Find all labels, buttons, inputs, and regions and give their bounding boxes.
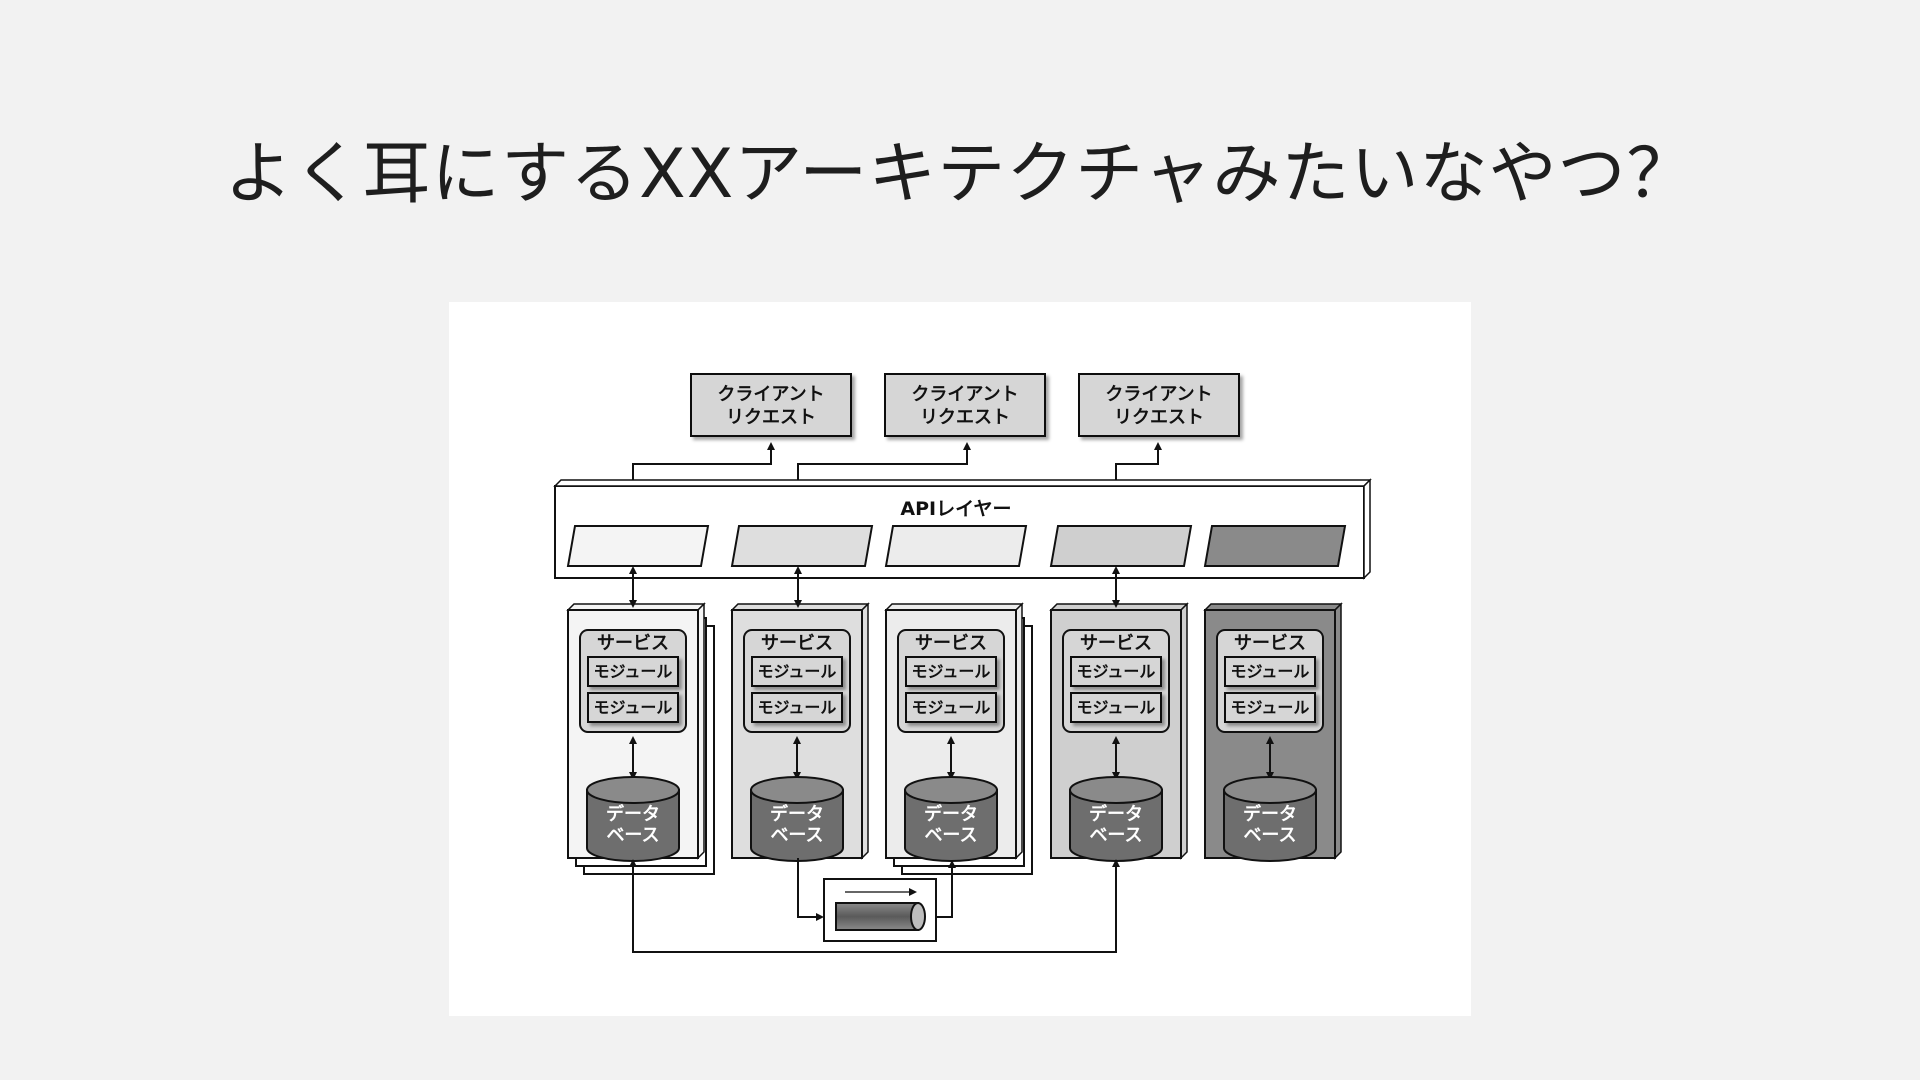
api-layer: APIレイヤー <box>553 478 1372 580</box>
service-label: サービス <box>915 633 987 654</box>
service-label: サービス <box>1234 633 1306 654</box>
module-label: モジュール <box>758 662 837 681</box>
connector-service1-service4 <box>629 859 1120 953</box>
module-label: モジュール <box>1077 662 1156 681</box>
service-label: サービス <box>597 633 669 654</box>
connector-service2-queue <box>797 858 824 921</box>
database-label-line2: ベース <box>924 825 977 846</box>
api-slot-2 <box>730 525 874 567</box>
database-label-line2: ベース <box>606 825 659 846</box>
client-request-label-line1: クライアント <box>911 384 1018 405</box>
module-label: モジュール <box>758 698 837 717</box>
slide-title: よく耳にするXXアーキテクチャみたいなやつ？ <box>224 135 1696 214</box>
connector-queue-service3 <box>936 860 956 918</box>
module-label: モジュール <box>1231 698 1310 717</box>
api-slot-5 <box>1203 525 1347 567</box>
client-request-label-line2: リクエスト <box>726 407 816 428</box>
client-request-box-3: クライアント リクエスト <box>1078 373 1240 437</box>
client-request-label-line2: リクエスト <box>1114 407 1204 428</box>
client-request-box-1: クライアント リクエスト <box>690 373 852 437</box>
module-label: モジュール <box>912 698 991 717</box>
queue-connectors <box>629 858 1120 953</box>
api-layer-label: APIレイヤー <box>900 498 1011 520</box>
database-label-line2: ベース <box>1243 825 1296 846</box>
database-label-line1: データ <box>924 803 978 825</box>
database-label-line2: ベース <box>770 825 823 846</box>
database-label-line1: データ <box>606 803 660 825</box>
services-row: サービスモジュールモジュールデータベースサービスモジュールモジュールデータベース… <box>566 566 1343 875</box>
architecture-diagram: クライアント リクエスト クライアント リクエスト クライアント リクエスト A… <box>553 373 1372 953</box>
module-label: モジュール <box>912 662 991 681</box>
client-request-label-line1: クライアント <box>717 384 824 405</box>
database-label-line1: データ <box>770 803 824 825</box>
module-label: モジュール <box>1077 698 1156 717</box>
service-label: サービス <box>761 633 833 654</box>
architecture-diagram-panel: クライアント リクエスト クライアント リクエスト クライアント リクエスト A… <box>449 302 1471 1016</box>
database-label-line2: ベース <box>1089 825 1142 846</box>
api-slot-4 <box>1049 525 1193 567</box>
client-request-label-line2: リクエスト <box>920 407 1010 428</box>
module-label: モジュール <box>1231 662 1310 681</box>
module-label: モジュール <box>594 662 673 681</box>
client-request-box-2: クライアント リクエスト <box>884 373 1046 437</box>
module-label: モジュール <box>594 698 673 717</box>
client-request-label-line1: クライアント <box>1105 384 1212 405</box>
database-label-line1: データ <box>1243 803 1297 825</box>
service-label: サービス <box>1080 633 1152 654</box>
database-label-line1: データ <box>1089 803 1143 825</box>
api-slot-3 <box>884 525 1028 567</box>
api-slot-1 <box>566 525 710 567</box>
message-queue <box>823 878 937 942</box>
